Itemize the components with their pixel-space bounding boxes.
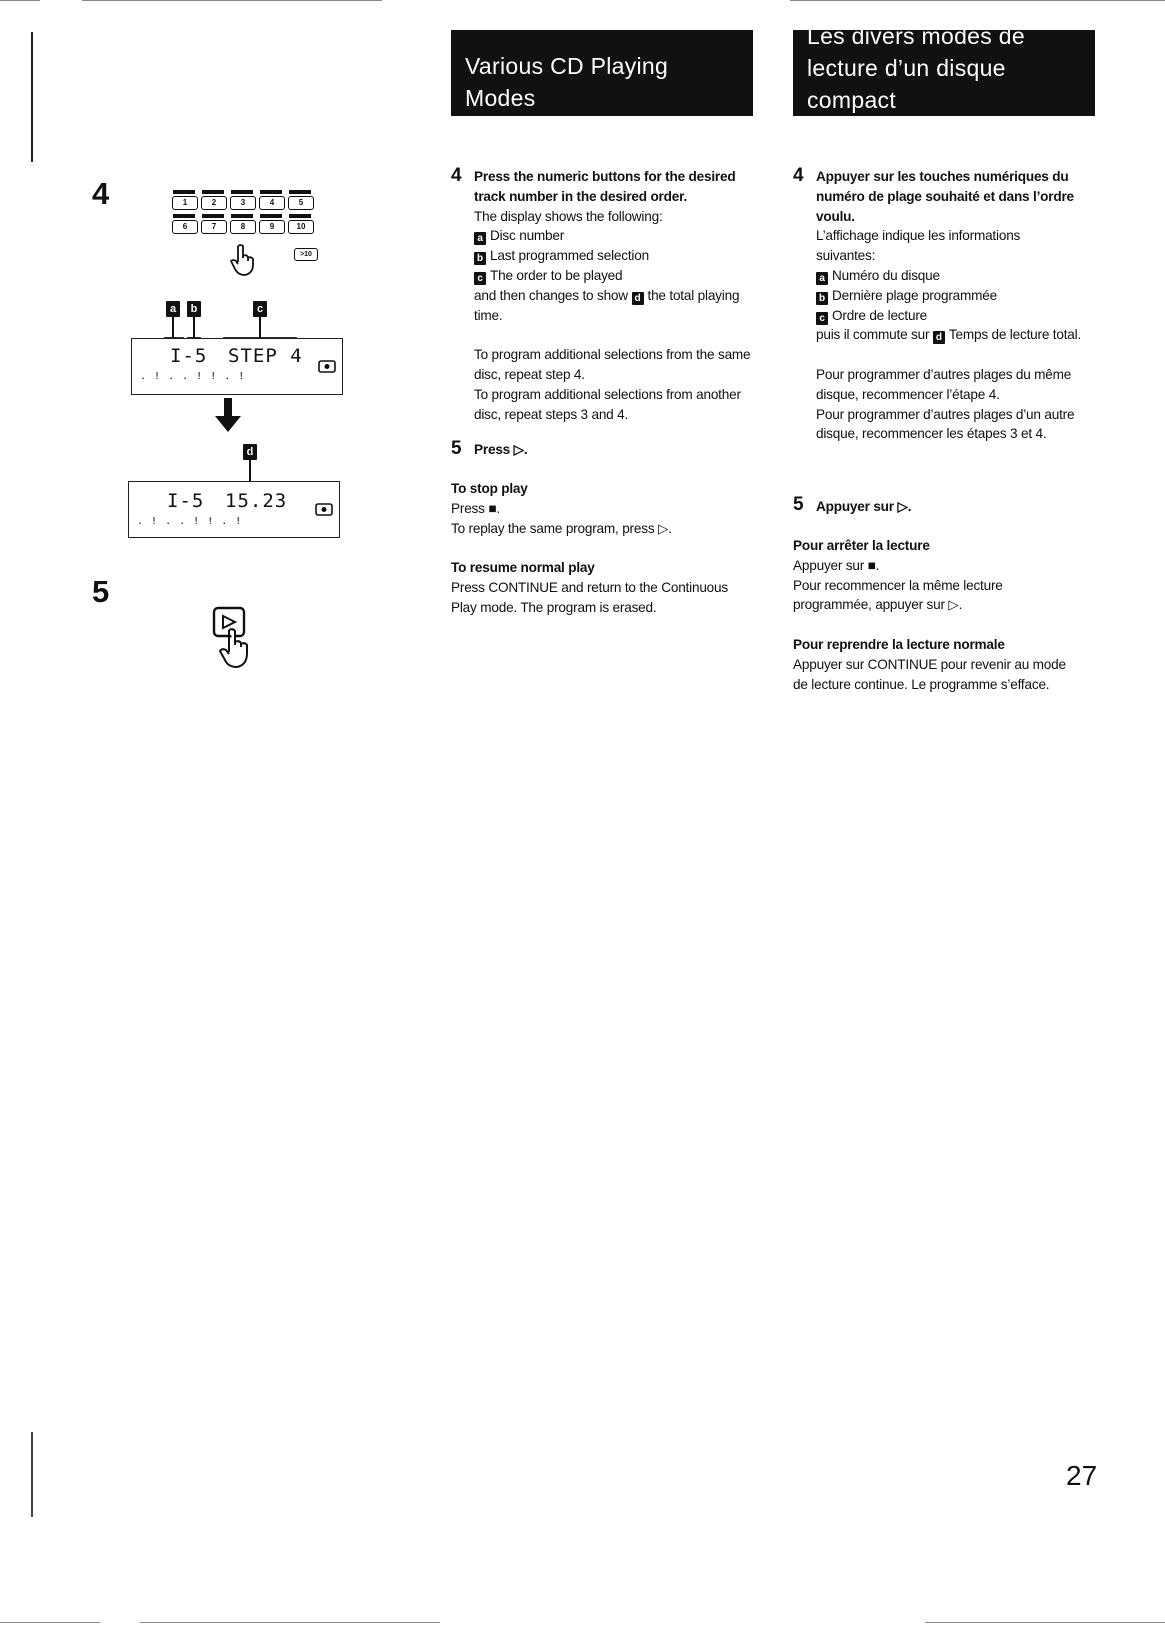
- display-panel-total-time: I-5 15.23 . ! . . ! ! . !: [128, 481, 340, 538]
- fr-resume-title: Pour reprendre la lecture normale: [793, 636, 1005, 652]
- french-section-header: Les divers modes de lecture d’un disque …: [793, 30, 1095, 116]
- key-6[interactable]: 6: [172, 220, 198, 234]
- top-rule-right: [790, 0, 1165, 1]
- tag-c: c: [253, 301, 267, 317]
- english-stop-section: To stop play Press ■. To replay the same…: [451, 479, 756, 618]
- fr-step-4-number: 4: [793, 165, 804, 186]
- fr-para-other-disc: Pour programmer d’autres plages d’un aut…: [816, 406, 1075, 442]
- fr-step-5-number: 5: [793, 494, 804, 515]
- key-5[interactable]: 5: [288, 196, 314, 210]
- fr-resume-text: Appuyer sur CONTINUE pour revenir au mod…: [793, 656, 1066, 692]
- arrow-down-icon: [215, 398, 241, 432]
- margin-line-bottom: [31, 1432, 33, 1517]
- en-step-5-number: 5: [451, 438, 462, 459]
- en-para-other-disc: To program additional selections from an…: [474, 386, 741, 422]
- fr-step5-title: Appuyer sur ▷.: [816, 499, 912, 514]
- fr-step4-intro: L’affichage indique les informations sui…: [816, 228, 1021, 264]
- numeric-keypad: 1 2 3 4 5 6 7 8 9 10: [172, 190, 322, 240]
- disc-icon: [315, 503, 333, 516]
- tag-a: a: [166, 301, 180, 317]
- bottom-rule-right: [925, 1622, 1165, 1623]
- plus-10-key[interactable]: >10: [294, 248, 318, 261]
- en-replay-text: To replay the same program, press ▷.: [451, 520, 672, 536]
- figure-step-5-number: 5: [92, 574, 110, 609]
- label-b: b: [474, 252, 486, 266]
- french-stop-section: Pour arrêter la lecture Appuyer sur ■. P…: [793, 536, 1098, 694]
- english-step-4: Press the numeric buttons for the desire…: [474, 167, 756, 424]
- play-button-press-icon: [212, 606, 248, 668]
- fr-step4-title: Appuyer sur les touches numériques du nu…: [816, 169, 1074, 224]
- display1-step: STEP 4: [228, 345, 303, 367]
- pointing-hand-icon: [230, 244, 254, 276]
- fr-stop-text: Appuyer sur ■.: [793, 557, 880, 573]
- figure-step-4-number: 4: [92, 176, 110, 211]
- en-stop-title: To stop play: [451, 481, 528, 496]
- display-panel-program: I-5 STEP 4 . ! . . ! ! . !: [131, 338, 343, 395]
- fr-para-same-disc: Pour programmer d’autres plages du même …: [816, 366, 1072, 402]
- display2-disc-track: I-5: [167, 490, 205, 512]
- key-1[interactable]: 1: [172, 196, 198, 210]
- top-rule-mid: [82, 0, 382, 1]
- top-rule-left: [0, 0, 40, 1]
- english-step-5: Press ▷.: [474, 440, 756, 460]
- display2-time: 15.23: [225, 490, 288, 512]
- key-9[interactable]: 9: [259, 220, 285, 234]
- english-section-header: Various CD Playing Modes: [451, 30, 753, 116]
- key-3[interactable]: 3: [230, 196, 256, 210]
- display2-dots: . ! . . ! ! . !: [137, 516, 243, 527]
- key-2[interactable]: 2: [201, 196, 227, 210]
- french-step-4: Appuyer sur les touches numériques du nu…: [816, 167, 1098, 444]
- label-d: d: [932, 331, 945, 345]
- en-stop-text: Press ■.: [451, 500, 500, 516]
- bottom-rule-left: [0, 1622, 100, 1623]
- en-step4-intro: The display shows the following:: [474, 208, 663, 224]
- label-a: a: [474, 232, 486, 246]
- french-title: Les divers modes de lecture d’un disque …: [807, 30, 1025, 113]
- display1-dots: . ! . . ! ! . !: [140, 371, 246, 382]
- display1-disc-track: I-5: [170, 345, 208, 367]
- en-resume-text: Press CONTINUE and return to the Continu…: [451, 579, 728, 615]
- tag-b: b: [187, 301, 201, 317]
- en-step4-title: Press the numeric buttons for the desire…: [474, 169, 736, 204]
- french-step-5: Appuyer sur ▷.: [816, 497, 1098, 517]
- bottom-rule-mid: [140, 1622, 440, 1623]
- label-b: b: [816, 291, 828, 305]
- label-c: c: [474, 271, 486, 285]
- key-4[interactable]: 4: [259, 196, 285, 210]
- label-d: d: [631, 291, 644, 305]
- key-10[interactable]: 10: [288, 220, 314, 234]
- fr-replay-text: Pour recommencer la même lecture program…: [793, 577, 1003, 613]
- en-step5-title: Press ▷.: [474, 442, 528, 457]
- en-para-same-disc: To program additional selections from th…: [474, 347, 751, 382]
- en-step-4-number: 4: [451, 165, 462, 186]
- page-number: 27: [1066, 1460, 1098, 1491]
- key-7[interactable]: 7: [201, 220, 227, 234]
- english-title: Various CD Playing Modes: [465, 53, 669, 111]
- label-a: a: [816, 271, 828, 285]
- disc-icon: [318, 360, 336, 373]
- key-8[interactable]: 8: [230, 220, 256, 234]
- fr-stop-title: Pour arrêter la lecture: [793, 538, 930, 553]
- en-resume-title: To resume normal play: [451, 560, 595, 576]
- margin-line: [31, 32, 33, 162]
- tag-d: d: [243, 444, 257, 460]
- label-c: c: [816, 311, 828, 325]
